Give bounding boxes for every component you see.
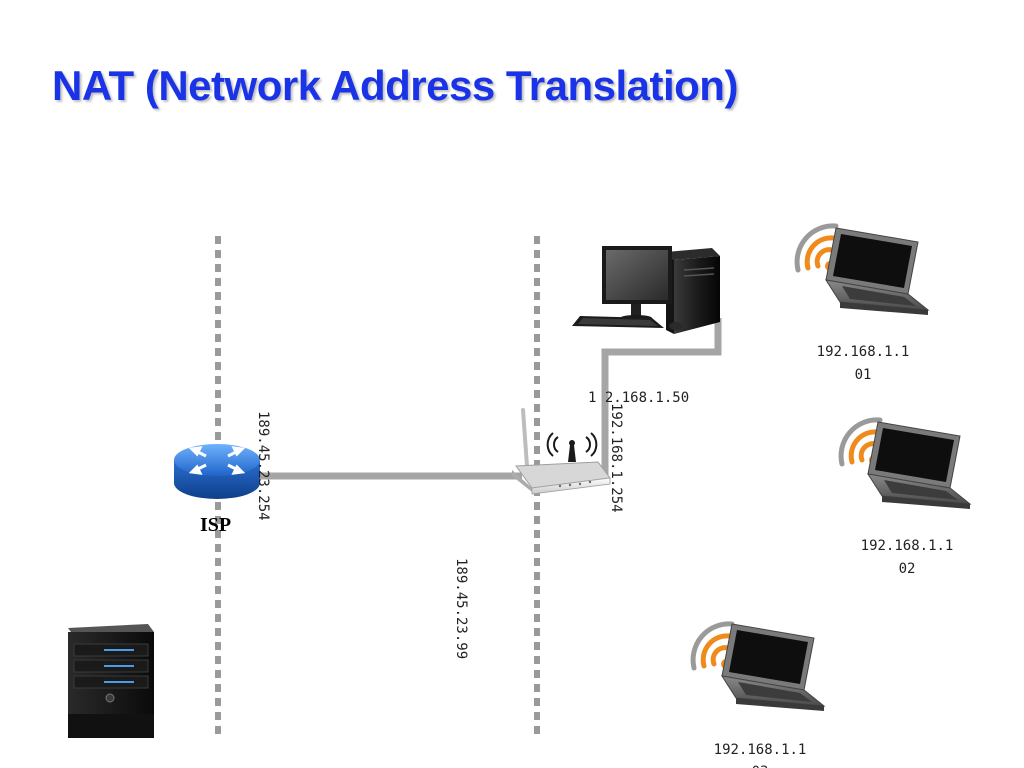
laptop-3-ip-line-2: 03 <box>752 764 769 768</box>
laptop-2-icon <box>841 420 971 510</box>
router-icon <box>174 444 260 499</box>
laptop-1-ip-line-1: 192.168.1.1 <box>817 344 910 360</box>
router-lan-ip-label: 192.168.1.254 <box>608 403 624 513</box>
server-icon <box>68 624 154 738</box>
laptop-2-ip-line-1: 192.168.1.1 <box>861 538 954 554</box>
isp-label: ISP <box>200 514 231 536</box>
laptop-3-icon <box>693 624 825 712</box>
laptop-1-icon <box>797 226 929 316</box>
laptop-1-ip-line-2: 01 <box>855 367 872 383</box>
desktop-computer-icon <box>572 246 720 334</box>
isp-router-ip-label: 189.45.23.254 <box>255 411 271 521</box>
laptop-3-ip-line-1: 192.168.1.1 <box>714 742 807 758</box>
lan-cable <box>601 318 722 478</box>
desktop-ip-label: 1 2.168.1.50 <box>588 390 689 406</box>
router-wifi-signal-icon <box>546 432 598 462</box>
public-wan-ip-label: 189.45.23.99 <box>453 558 469 659</box>
wireless-router-icon <box>512 408 611 495</box>
laptop-2-ip-line-2: 02 <box>899 561 916 577</box>
page-title: NAT (Network Address Translation) <box>52 62 738 109</box>
